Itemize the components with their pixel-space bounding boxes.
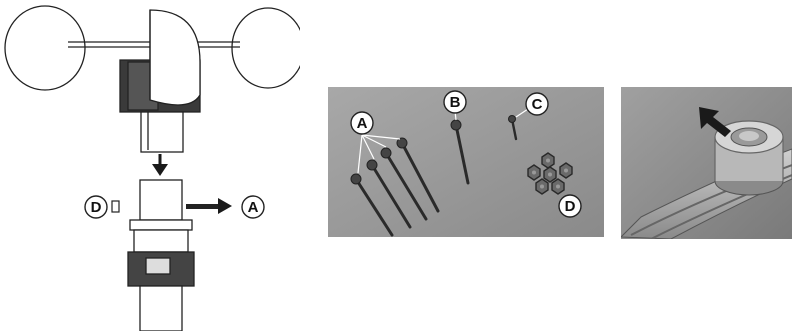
- label-d-parts-text: D: [565, 198, 576, 215]
- screw-arrow: [186, 198, 232, 214]
- left-cup: [4, 5, 86, 91]
- mount-pole: [139, 285, 183, 331]
- mount-sleeve: [139, 179, 183, 221]
- label-d-text: D: [91, 199, 102, 216]
- shaft: [140, 111, 184, 153]
- label-a-parts: A: [350, 111, 374, 135]
- label-d-parts: D: [558, 194, 582, 218]
- screws-a: [354, 141, 440, 237]
- label-b-parts-text: B: [450, 94, 461, 111]
- label-a-parts-text: A: [357, 115, 368, 132]
- mount-photo: [621, 87, 792, 239]
- label-a-left: A: [241, 195, 265, 219]
- label-d-left: D: [84, 195, 108, 219]
- nut-small: [111, 200, 120, 213]
- screw-c: [508, 108, 529, 141]
- label-a-text: A: [248, 199, 259, 216]
- down-arrow: [152, 154, 168, 176]
- right-cup: [231, 7, 300, 89]
- hub-dome: [149, 9, 201, 106]
- screw-b: [450, 110, 470, 185]
- label-b-parts: B: [443, 90, 467, 114]
- pointer-arrow: [699, 107, 731, 137]
- anemometer-diagram: D A: [0, 0, 300, 331]
- label-c-parts-text: C: [532, 96, 543, 113]
- parts-photo: A B C: [328, 87, 604, 237]
- label-c-parts: C: [525, 92, 549, 116]
